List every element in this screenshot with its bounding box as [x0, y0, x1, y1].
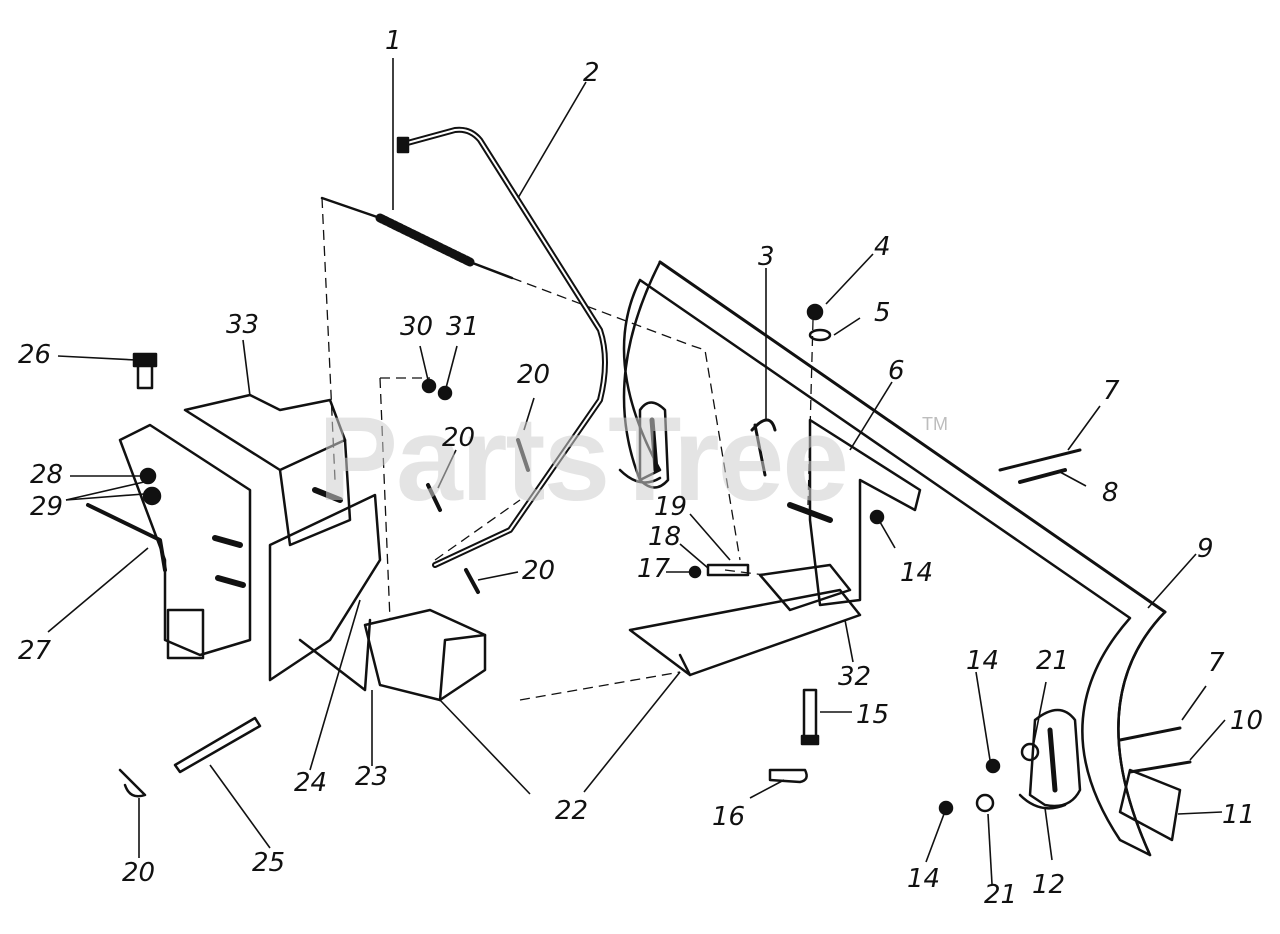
blade-top-edge — [658, 260, 1167, 614]
leader-19 — [689, 513, 731, 561]
leader-7a — [1067, 405, 1101, 451]
leader-29a — [65, 493, 145, 501]
callout-19: 19 — [654, 492, 688, 522]
leader-12 — [1044, 807, 1053, 861]
callout-29: 29 — [30, 492, 64, 522]
callout-7a: 7 — [1103, 376, 1120, 406]
callout-15: 15 — [856, 700, 890, 730]
leader-5 — [833, 317, 861, 336]
leader-20b — [437, 449, 457, 489]
callout-14b: 14 — [966, 646, 1000, 676]
rod-25 — [173, 716, 262, 774]
watermark: PartsTree — [318, 392, 849, 526]
center-bracket — [808, 418, 922, 607]
leader-21a — [1033, 681, 1047, 743]
leader-30 — [419, 345, 429, 381]
leader-33 — [242, 339, 251, 397]
leader-18 — [679, 543, 709, 569]
pin-16 — [768, 768, 808, 784]
leader-8 — [1059, 471, 1087, 487]
main-plate — [268, 493, 382, 682]
callout-20b: 20 — [442, 423, 476, 453]
callout-26: 26 — [18, 340, 52, 370]
leader-10 — [1189, 719, 1226, 761]
callout-33: 33 — [226, 310, 260, 340]
leader-22a — [583, 671, 681, 793]
callout-23: 23 — [355, 762, 389, 792]
slot-bracket — [1028, 708, 1082, 808]
watermark-tm: TM — [922, 414, 948, 434]
leader-14c — [925, 813, 945, 863]
callout-10: 10 — [1230, 706, 1264, 736]
blade-slot-left — [638, 401, 670, 489]
leader-21b — [987, 813, 993, 885]
callout-4: 4 — [874, 232, 891, 262]
callout-14a: 14 — [900, 558, 934, 588]
callout-9: 9 — [1197, 534, 1214, 564]
callout-28: 28 — [30, 460, 64, 490]
leader-11 — [1177, 811, 1223, 815]
leader-14b — [975, 671, 991, 761]
callout-17: 17 — [637, 554, 671, 584]
callout-21a: 21 — [1036, 646, 1070, 676]
callout-16: 16 — [712, 802, 746, 832]
leader-2 — [517, 81, 587, 199]
leader-14a — [879, 521, 896, 549]
callout-27: 27 — [18, 636, 52, 666]
leader-16 — [749, 779, 785, 799]
callout-30: 30 — [400, 312, 434, 342]
callout-31: 31 — [446, 312, 480, 342]
callout-5: 5 — [874, 298, 891, 328]
a-frame — [628, 588, 862, 677]
leader-26 — [57, 355, 137, 361]
blade-part — [622, 260, 1167, 857]
callout-18: 18 — [648, 522, 682, 552]
leader-25 — [209, 764, 271, 849]
callout-20d: 20 — [122, 858, 156, 888]
leader-32 — [844, 619, 854, 663]
leader-24 — [309, 599, 361, 771]
blade-right-curve — [1117, 610, 1167, 857]
callout-20a: 20 — [517, 360, 551, 390]
callout-32: 32 — [838, 662, 872, 692]
callout-3: 3 — [758, 242, 775, 272]
callout-11: 11 — [1222, 800, 1256, 830]
callout-12: 12 — [1032, 870, 1066, 900]
hitch-tube — [363, 608, 487, 702]
leader-29b — [65, 481, 145, 501]
callout-7b: 7 — [1208, 648, 1225, 678]
callout-20c: 20 — [522, 556, 556, 586]
leader-7b — [1181, 685, 1207, 721]
leader-4 — [825, 253, 874, 305]
leader-22b — [439, 699, 531, 795]
leader-27 — [47, 547, 149, 633]
leader-6 — [849, 381, 893, 451]
spring — [320, 196, 382, 220]
callout-25: 25 — [252, 848, 286, 878]
blade-edge-strip — [1118, 768, 1182, 842]
callout-22: 22 — [555, 796, 589, 826]
rod — [86, 503, 167, 572]
callout-8: 8 — [1102, 478, 1119, 508]
leader-20c — [477, 571, 519, 581]
callout-2: 2 — [583, 58, 600, 88]
callout-14c: 14 — [907, 864, 941, 894]
leader-20a — [523, 397, 535, 431]
callout-24: 24 — [294, 768, 328, 798]
callout-21b: 21 — [984, 880, 1018, 910]
callout-6: 6 — [888, 356, 905, 386]
leader-31 — [445, 345, 458, 389]
leader-9 — [1147, 553, 1197, 609]
callout-1: 1 — [385, 26, 402, 56]
